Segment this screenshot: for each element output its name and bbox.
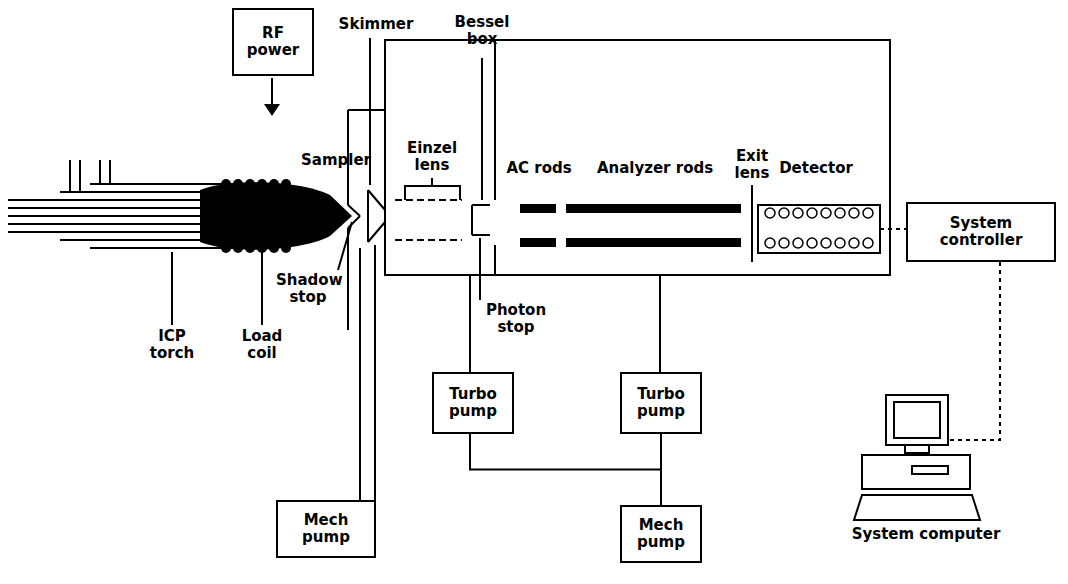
part-label: Skimmer — [336, 16, 416, 33]
box-label: Mech pump — [628, 517, 694, 552]
pump-line — [470, 434, 661, 505]
power-supply-box: RF power — [232, 8, 314, 76]
pump-box: Turbo pump — [620, 372, 702, 434]
part-label: System computer — [836, 526, 1016, 543]
pump-box: Turbo pump — [432, 372, 514, 434]
part-label: Bessel box — [452, 14, 512, 48]
part-label: Einzel lens — [398, 140, 466, 174]
box-label: RF power — [240, 25, 306, 60]
pump-line — [660, 434, 662, 505]
part-label: Analyzer rods — [590, 160, 720, 177]
part-label: Exit lens — [722, 148, 782, 182]
box-label: System controller — [914, 215, 1048, 250]
box-label: Turbo pump — [628, 386, 694, 421]
controller-box: System controller — [906, 202, 1056, 262]
box-label: Mech pump — [284, 512, 368, 547]
pump-box: Mech pump — [620, 505, 702, 563]
part-label: Sampler — [296, 152, 376, 169]
part-label: Load coil — [230, 328, 294, 362]
part-label: ICP torch — [138, 328, 206, 362]
part-label: AC rods — [504, 160, 574, 177]
pump-box: Mech pump — [276, 500, 376, 558]
part-label: Detector — [774, 160, 858, 177]
part-label: Photon stop — [484, 302, 548, 336]
part-label: Shadow stop — [276, 272, 340, 306]
box-label: Turbo pump — [440, 386, 506, 421]
